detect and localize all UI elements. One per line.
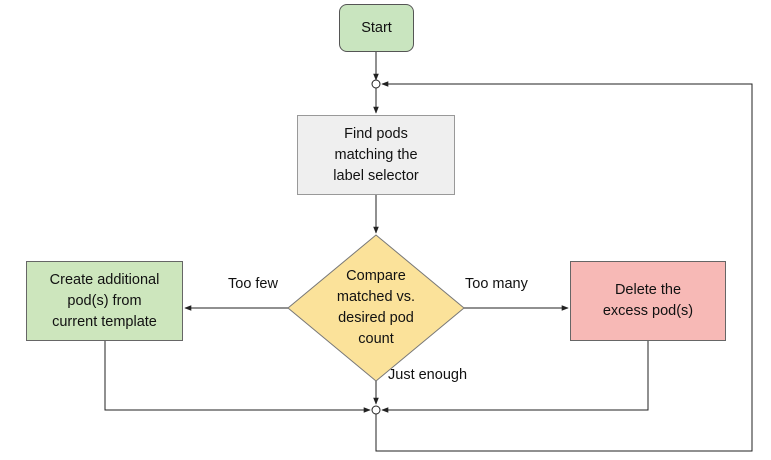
just-enough-label: Just enough	[388, 367, 468, 383]
too-few-label: Too few	[228, 276, 278, 292]
junction-top	[371, 79, 381, 89]
find-pods-node: Find pods matching the label selector	[297, 115, 455, 195]
delete-pods-node: Delete the excess pod(s)	[570, 261, 726, 341]
edge-delete-to-junction	[381, 341, 649, 413]
too-many-label: Too many	[465, 276, 528, 292]
start-node: Start	[339, 4, 414, 52]
junction-bottom	[371, 405, 381, 415]
compare-node-label: Compare matched vs. desired pod count	[336, 268, 416, 347]
edge-loop-back	[375, 81, 753, 452]
edge-create-to-junction	[104, 341, 371, 413]
create-pods-node: Create additional pod(s) from current te…	[26, 261, 183, 341]
